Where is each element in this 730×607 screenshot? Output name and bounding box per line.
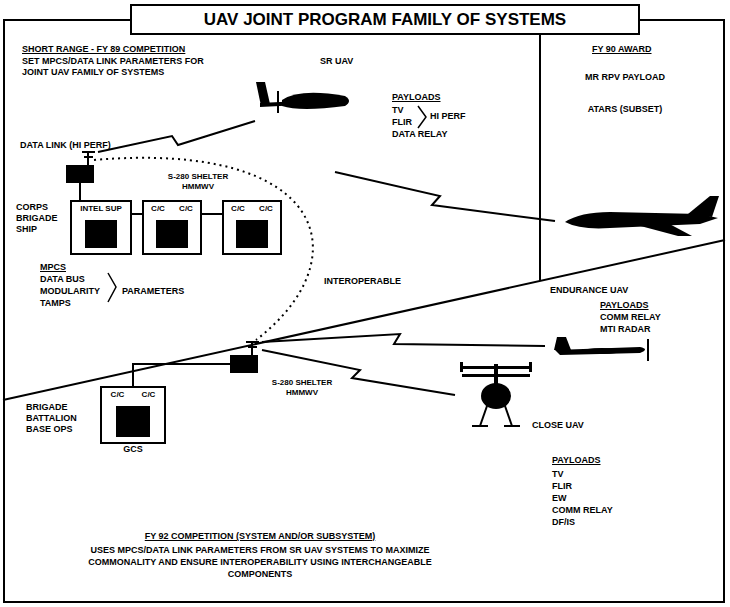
box-text: C/C bbox=[142, 390, 156, 400]
shelter-box: C/C C/C bbox=[222, 200, 282, 255]
tail-fin bbox=[256, 82, 270, 106]
box-text: C/C bbox=[259, 204, 273, 214]
shelter-box: C/C C/C bbox=[142, 200, 202, 255]
text-label: ATARS (SUBSET) bbox=[585, 104, 665, 115]
data-link-box bbox=[66, 165, 94, 183]
box-text: C/C bbox=[231, 204, 245, 214]
text-label: FY 92 COMPETITION (SYSTEM AND/OR SUBSYST… bbox=[50, 530, 470, 542]
terminal-symbol bbox=[85, 220, 117, 248]
region-divider bbox=[539, 20, 541, 281]
text-label: CLOSE UAV bbox=[532, 420, 584, 431]
fuselage bbox=[282, 93, 349, 109]
text-label: SET MPCS/DATA LINK PARAMETERS FOR JOINT … bbox=[22, 56, 207, 78]
caption-text: GCS bbox=[92, 444, 174, 455]
wing bbox=[290, 100, 330, 106]
region-divider bbox=[3, 240, 725, 400]
text-label: S-280 SHELTER HMMWV bbox=[262, 378, 342, 398]
mast bbox=[494, 364, 498, 384]
antenna bbox=[246, 342, 259, 355]
text-label: TAMPS bbox=[40, 298, 71, 309]
brace bbox=[108, 273, 116, 302]
terminal-symbol bbox=[156, 220, 187, 248]
leg bbox=[480, 406, 487, 426]
sr-uav-aircraft bbox=[256, 82, 349, 109]
shelter-box: C/CC/CGCS bbox=[100, 386, 166, 444]
text-label: PAYLOADS bbox=[552, 455, 601, 466]
box-text: INTEL SUP bbox=[80, 204, 122, 214]
radio-link bbox=[335, 172, 555, 221]
endurance-uav-aircraft bbox=[565, 196, 719, 236]
rotor-tip bbox=[529, 362, 532, 372]
text-label: INTEROPERABLE bbox=[324, 276, 401, 287]
radio-link bbox=[98, 121, 255, 152]
shelter-box: INTEL SUP bbox=[70, 200, 132, 255]
box-text: C/C bbox=[111, 390, 125, 400]
text-label: MODULARITY bbox=[40, 286, 100, 297]
text-label: PARAMETERS bbox=[122, 286, 184, 297]
wing bbox=[582, 348, 622, 354]
text-label: S-280 SHELTER HMMWV bbox=[158, 172, 238, 192]
wing bbox=[618, 220, 692, 236]
text-label: TV bbox=[552, 469, 564, 480]
text-label: FLIR bbox=[552, 481, 572, 492]
text-label: MR RPV PAYLOAD bbox=[585, 72, 665, 83]
tail-fin bbox=[554, 337, 571, 350]
text-label: HI PERF bbox=[430, 111, 466, 122]
text-label: USES MPCS/DATA LINK PARAMETERS FROM SR U… bbox=[60, 544, 460, 580]
body bbox=[481, 383, 511, 409]
text-label: MTI RADAR bbox=[600, 324, 651, 335]
propeller bbox=[277, 91, 279, 113]
wire bbox=[79, 183, 81, 201]
data-link-box bbox=[230, 355, 258, 373]
text-label: CORPS BRIGADE SHIP bbox=[16, 202, 66, 235]
brace bbox=[418, 106, 426, 128]
foot bbox=[472, 425, 488, 427]
radio-link bbox=[262, 334, 545, 346]
wire bbox=[133, 364, 230, 386]
connector bbox=[202, 213, 222, 215]
terminal-symbol bbox=[116, 406, 151, 437]
connector bbox=[132, 213, 142, 215]
text-row: C/C C/C bbox=[102, 388, 164, 402]
text-label: COMM RELAY bbox=[600, 312, 661, 323]
text-label: PAYLOADS bbox=[600, 300, 649, 311]
text-label: DATA LINK (HI PERF) bbox=[20, 140, 111, 151]
frame bbox=[4, 20, 724, 602]
text-label: DF/IS bbox=[552, 517, 575, 528]
box-text: C/C bbox=[151, 204, 165, 214]
text-label: DATA RELAY bbox=[392, 129, 448, 140]
terminal-symbol bbox=[236, 220, 267, 248]
propeller bbox=[647, 339, 649, 361]
text-label: FY 90 AWARD bbox=[592, 44, 652, 55]
text-row: C/C C/C bbox=[224, 202, 280, 216]
text-label: EW bbox=[552, 493, 567, 504]
text-label: FLIR bbox=[392, 117, 412, 128]
title-box: UAV JOINT PROGRAM FAMILY OF SYSTEMS bbox=[130, 4, 640, 35]
prop-uav-aircraft bbox=[554, 337, 645, 355]
close-uav-rotorcraft bbox=[460, 362, 532, 426]
text-label: ENDURANCE UAV bbox=[550, 285, 628, 296]
antenna bbox=[82, 152, 95, 165]
rotor-tip bbox=[460, 362, 463, 372]
text-label: SHORT RANGE - FY 89 COMPETITION bbox=[22, 44, 185, 55]
text-label: COMM RELAY bbox=[552, 505, 613, 516]
foot bbox=[504, 425, 520, 427]
leg bbox=[505, 406, 512, 426]
box-text: C/C bbox=[179, 204, 193, 214]
text-label: BRIGADE BATTALION BASE OPS bbox=[26, 402, 94, 435]
tail-fin bbox=[688, 196, 719, 217]
text-row: INTEL SUP bbox=[72, 202, 130, 216]
text-row: C/C C/C bbox=[144, 202, 200, 216]
text-label: SR UAV bbox=[320, 56, 353, 67]
text-label: DATA BUS bbox=[40, 274, 85, 285]
text-label: MPCS bbox=[40, 262, 66, 273]
text-label: TV bbox=[392, 105, 404, 116]
text-label: PAYLOADS bbox=[392, 92, 441, 103]
